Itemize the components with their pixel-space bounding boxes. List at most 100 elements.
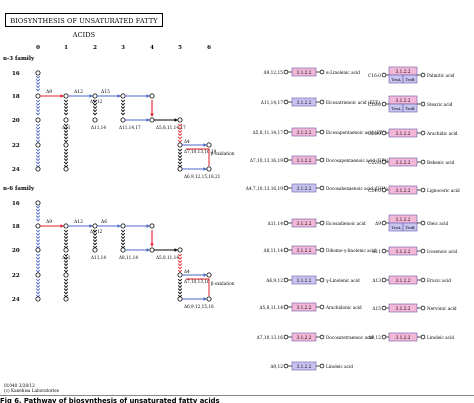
compound-node	[177, 117, 183, 123]
chevron-arrow	[177, 278, 183, 282]
entry-name: Nervonic acid	[427, 306, 457, 311]
compound-node	[319, 304, 325, 310]
compound-node	[149, 93, 155, 99]
chevron-arrow	[63, 130, 69, 134]
compound-node	[206, 296, 212, 302]
compound-node	[319, 334, 325, 340]
compound-node	[177, 247, 183, 253]
beta-oxidation-label: β-oxidation	[211, 281, 235, 286]
chevron-arrow	[92, 102, 98, 106]
entry-name: Stearic acid	[427, 102, 453, 107]
arrow-head	[146, 118, 150, 122]
chevron-arrow	[35, 232, 41, 236]
chevron-arrow	[63, 148, 69, 152]
chevron-arrow	[35, 130, 41, 134]
entry-carbon-label: C20:0	[368, 132, 381, 137]
entry-name: Icosenoic acid	[427, 249, 458, 254]
enzyme-label: 3.1.2.2	[296, 159, 311, 164]
chevron-arrow	[35, 285, 41, 289]
enzyme-label: 3.1.2.2	[296, 336, 311, 341]
enzyme-sub-label: TesA	[391, 77, 400, 82]
compound-node	[35, 272, 41, 278]
credit-line-2: (c) Kanehisa Laboratories	[4, 388, 59, 393]
chevron-arrow	[120, 242, 126, 246]
chevron-arrow	[177, 260, 183, 264]
chevron-arrow	[92, 232, 98, 236]
chevron-arrow	[177, 136, 183, 140]
chevron-arrow	[35, 82, 41, 86]
delta-label: Δ11,14,17	[119, 125, 141, 130]
compound-node	[420, 220, 426, 226]
chevron-arrow	[120, 239, 126, 243]
compound-node	[319, 129, 325, 135]
chevron-arrow	[35, 212, 41, 216]
arrow-head	[117, 224, 121, 228]
chevron-arrow	[177, 123, 183, 127]
entry-delta-label: Δ11,14,17	[261, 101, 284, 106]
compound-node	[381, 159, 387, 165]
chevron-arrow	[35, 205, 41, 209]
compound-node	[92, 117, 98, 123]
delta-label: Δ9	[46, 219, 52, 225]
entry-delta-label: Δ4,7,10,13,16,19	[246, 187, 284, 192]
beta-oxidation-path	[186, 278, 210, 296]
enzyme-label: 3.1.2.2	[395, 218, 410, 223]
compound-node	[63, 272, 69, 278]
compound-node	[319, 185, 325, 191]
compound-node	[35, 70, 41, 76]
chevron-arrow	[35, 218, 41, 222]
carbon-row-label: 20	[12, 248, 20, 254]
chevron-arrow	[63, 239, 69, 243]
chevron-arrow	[63, 123, 69, 127]
chevron-arrow	[63, 133, 69, 137]
entry-name: Eicosapentaenoic acid (EPA)	[326, 130, 387, 135]
compound-node	[283, 157, 289, 163]
chevron-arrow	[120, 102, 126, 106]
arrow-head	[174, 248, 178, 252]
entry-carbon-label: C18:0	[368, 103, 381, 108]
chevron-arrow	[92, 106, 98, 110]
chevron-arrow	[35, 136, 41, 140]
compound-node	[177, 166, 183, 172]
enzyme-label: 3.1.2.2	[395, 132, 410, 137]
arrow-head	[89, 94, 93, 98]
compound-node	[381, 72, 387, 78]
chevron-arrow	[92, 242, 98, 246]
chevron-arrow	[92, 236, 98, 240]
compound-node	[319, 277, 325, 283]
chevron-arrow	[63, 236, 69, 240]
carbon-row-label: 16	[12, 201, 20, 207]
chevron-arrow	[35, 253, 41, 257]
chevron-arrow	[177, 263, 183, 267]
chevron-arrow	[35, 106, 41, 110]
compound-node	[319, 69, 325, 75]
entry-name: Docosahexaenoic acid (DHA)	[326, 186, 388, 191]
compound-node	[35, 223, 41, 229]
delta-label: Δ6,9,12,15,18,21	[184, 174, 221, 179]
chevron-arrow	[120, 112, 126, 116]
compound-node	[319, 99, 325, 105]
chevron-arrow	[63, 158, 69, 162]
chevron-arrow	[177, 148, 183, 152]
chevron-arrow	[35, 239, 41, 243]
compound-node	[319, 157, 325, 163]
chevron-arrow	[120, 236, 126, 240]
entry-delta-label: Δ9,12,15	[263, 71, 283, 76]
delta-label: Δ6,9,12,15,18	[184, 304, 214, 309]
compound-node	[283, 334, 289, 340]
compound-node	[283, 247, 289, 253]
enzyme-label: 3.1.2.2	[395, 99, 410, 104]
compound-node	[381, 220, 387, 226]
entry-carbon-label: C24:0	[368, 189, 381, 194]
chevron-arrow	[63, 106, 69, 110]
chevron-arrow	[35, 99, 41, 103]
compound-node	[283, 220, 289, 226]
chevron-arrow	[63, 151, 69, 155]
compound-node	[420, 334, 426, 340]
compound-node	[63, 93, 69, 99]
compound-node	[35, 247, 41, 253]
chevron-arrow	[63, 126, 69, 130]
chevron-arrow	[35, 260, 41, 264]
carbon-row-label: 22	[12, 143, 20, 149]
compound-node	[420, 101, 426, 107]
